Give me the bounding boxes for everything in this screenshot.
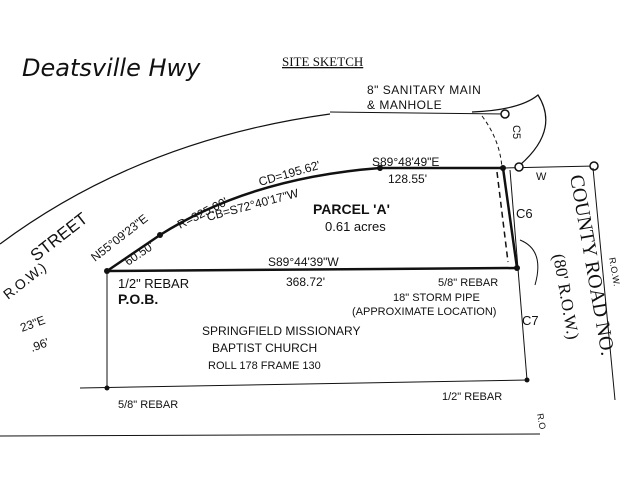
road-east-line	[592, 167, 616, 401]
pipe-w-label: W	[536, 171, 547, 183]
node-top-right-1	[500, 109, 510, 119]
top-bearing: S89°48'49"E	[372, 155, 439, 169]
c6-label: C6	[516, 206, 533, 221]
street-curve-upper	[0, 113, 331, 245]
sanitary-line	[329, 111, 506, 115]
c7-label: C7	[522, 313, 539, 328]
c6-curve	[519, 239, 539, 286]
bottom-right-rebar: 1/2" REBAR	[442, 391, 502, 403]
parcel-bottom-line	[106, 266, 518, 273]
parcel-curve	[106, 166, 381, 273]
node-top-right-2	[514, 162, 524, 172]
storm-pipe-dashed	[496, 171, 509, 263]
curve-node-1	[157, 232, 163, 238]
storm-pipe-location: (APPROXIMATE LOCATION)	[352, 306, 496, 318]
church-bottom-right-node	[524, 377, 530, 383]
bottom-left-rebar: 5/8" REBAR	[118, 399, 178, 411]
street-row-label: R.O.W.)	[0, 259, 49, 302]
row-bottom-label: R.O	[535, 413, 548, 431]
sanitary-main-label: 8" SANITARY MAIN	[367, 83, 481, 97]
node-top-right-3	[589, 161, 599, 171]
street-bearing-fragment: 23"E	[18, 313, 47, 335]
bottom-bearing: S89°44'39"W	[268, 255, 339, 269]
road-west-line	[509, 169, 528, 381]
curve-node-2	[377, 165, 383, 171]
street-distance-fragment: .96'	[28, 335, 51, 355]
bottom-road-line	[0, 433, 541, 437]
church-bottom-line	[79, 379, 528, 389]
bottom-distance: 368.72'	[286, 275, 325, 289]
c5-label: C5	[510, 125, 522, 139]
church-bottom-left-node	[104, 385, 110, 391]
church-roll: ROLL 178 FRAME 130	[208, 360, 321, 372]
church-name: SPRINGFIELD MISSIONARY	[202, 324, 360, 338]
chord-distance-label: CD=195.62'	[257, 158, 322, 189]
left-distance-label: 60.50'	[122, 239, 157, 269]
parcel-right-line	[501, 167, 519, 269]
right-bottom-node	[514, 265, 520, 271]
manhole-label: & MANHOLE	[367, 98, 442, 112]
parcel-area: 0.61 acres	[325, 219, 386, 234]
storm-pipe-label: 18" STORM PIPE	[393, 292, 480, 304]
handwritten-note: Deatsville Hwy	[22, 54, 201, 82]
c5-curve	[471, 94, 547, 166]
street-label: STREET	[27, 209, 92, 265]
sketch-title: SITE SKETCH	[282, 54, 363, 69]
row-top-label: R.O.W.	[607, 257, 622, 287]
rebar-five-eighths-label: 5/8" REBAR	[438, 277, 498, 289]
top-distance: 128.55'	[388, 172, 427, 186]
church-type: BAPTIST CHURCH	[212, 341, 317, 355]
pob-rebar-label: 1/2" REBAR	[118, 276, 189, 291]
parcel-name: PARCEL 'A'	[313, 201, 390, 217]
pob-label: P.O.B.	[118, 291, 158, 307]
c5-dashed-curve	[481, 115, 503, 169]
county-road-row: (80' R.O.W.)	[549, 252, 583, 340]
